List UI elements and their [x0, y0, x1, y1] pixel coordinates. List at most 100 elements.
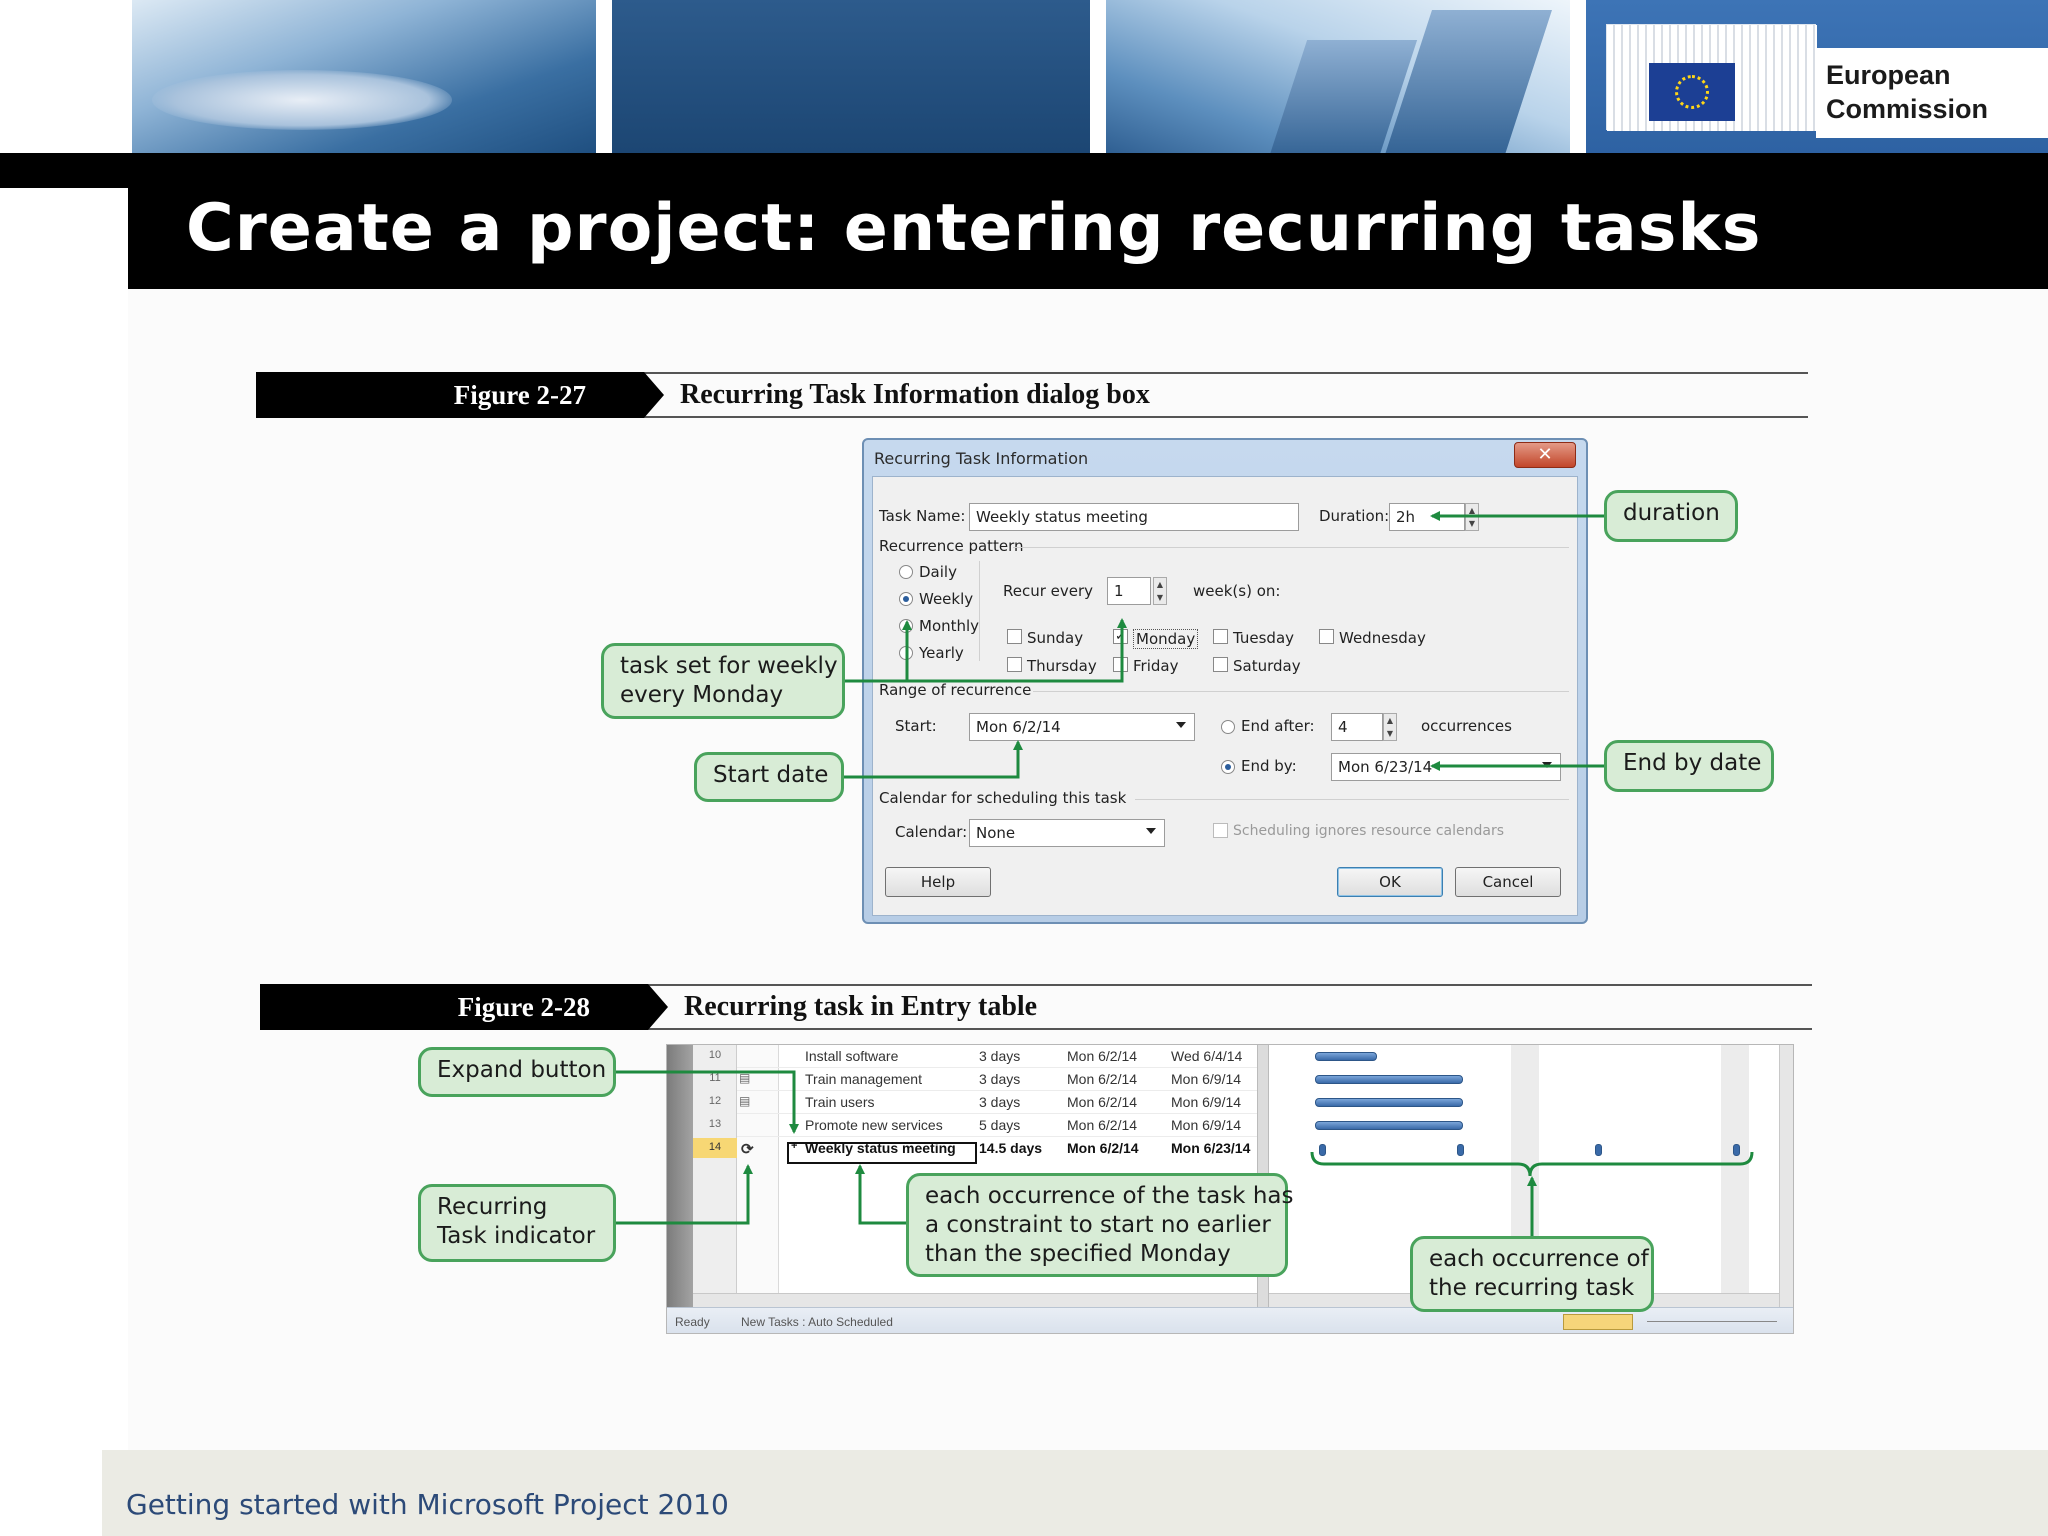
checkbox-sunday[interactable]	[1007, 629, 1022, 644]
row-id: 13	[708, 1118, 722, 1130]
gantt-occurrence-bar[interactable]	[1319, 1144, 1326, 1156]
duration-label: Duration:	[1319, 507, 1390, 525]
radio-daily[interactable]	[899, 565, 913, 579]
calendar-label: Calendar:	[895, 823, 968, 841]
task-duration: 3 days	[979, 1071, 1021, 1087]
start-date-select[interactable]: Mon 6/2/14	[969, 713, 1195, 741]
help-button[interactable]: Help	[885, 867, 991, 897]
radio-monthly[interactable]	[899, 619, 913, 633]
checkbox-tuesday[interactable]	[1213, 629, 1228, 644]
callout-duration: duration	[1604, 490, 1738, 542]
ok-button[interactable]: OK	[1337, 867, 1443, 897]
task-finish: Mon 6/23/14	[1171, 1140, 1251, 1156]
checkbox-saturday[interactable]	[1213, 657, 1228, 672]
gantt-occurrence-bar[interactable]	[1733, 1144, 1740, 1156]
callout-constraint-line2: a constraint to start no earlier	[925, 1212, 1271, 1238]
task-name: Weekly status meeting	[805, 1140, 956, 1156]
calendar-select[interactable]: None	[969, 819, 1165, 847]
chevron-down-icon	[1542, 762, 1552, 768]
close-icon[interactable]: ✕	[1514, 442, 1576, 468]
row-id: 11	[709, 1072, 721, 1084]
end-by-date-select[interactable]: Mon 6/23/14	[1331, 753, 1561, 781]
tuesday-label: Tuesday	[1233, 629, 1295, 647]
selected-cell-outline	[787, 1142, 977, 1164]
title-strip	[0, 153, 128, 188]
callout-recurring-line1: Recurring	[437, 1194, 548, 1220]
task-start: Mon 6/2/14	[1067, 1094, 1138, 1110]
callout-occurrence-line1: each occurrence of	[1429, 1246, 1649, 1272]
callout-task-set: task set for weekly every Monday	[601, 643, 845, 719]
gantt-bar[interactable]	[1315, 1075, 1463, 1084]
checkbox-thursday[interactable]	[1007, 657, 1022, 672]
checkbox-ignores-calendars[interactable]	[1213, 823, 1228, 838]
weeks-on-label: week(s) on:	[1193, 582, 1281, 600]
row-id: 12	[708, 1095, 722, 1107]
gantt-vertical-scrollbar[interactable]	[1779, 1045, 1793, 1307]
end-after-input[interactable]: 4	[1331, 713, 1383, 741]
figure-2-27-header: Figure 2-27 Recurring Task Information d…	[256, 372, 1808, 418]
table-row[interactable]: 11 ▤ Train management 3 days Mon 6/2/14 …	[667, 1068, 1793, 1091]
recurring-task-icon: ⟳	[741, 1141, 754, 1158]
end-by-date-value: Mon 6/23/14	[1338, 758, 1433, 776]
status-task-mode[interactable]: New Tasks : Auto Scheduled	[741, 1315, 893, 1329]
task-finish: Mon 6/9/14	[1171, 1094, 1242, 1110]
task-finish: Mon 6/9/14	[1171, 1071, 1242, 1087]
gantt-bar[interactable]	[1315, 1121, 1463, 1130]
occurrences-label: occurrences	[1421, 717, 1512, 735]
cancel-button[interactable]: Cancel	[1455, 867, 1561, 897]
recur-every-input[interactable]: 1	[1107, 577, 1151, 605]
callout-expand-button: Expand button	[418, 1047, 616, 1097]
task-finish: Wed 6/4/14	[1171, 1048, 1243, 1064]
footer-text: Getting started with Microsoft Project 2…	[126, 1488, 729, 1521]
figure-rule-bottom	[260, 1028, 1812, 1030]
header-photo-hands	[132, 0, 596, 153]
task-name-input[interactable]: Weekly status meeting	[969, 503, 1299, 531]
figure-tag: Figure 2-27	[256, 372, 664, 418]
radio-yearly[interactable]	[899, 646, 913, 660]
task-name: Train users	[805, 1094, 875, 1110]
gantt-bar[interactable]	[1315, 1098, 1463, 1107]
gantt-bar[interactable]	[1315, 1052, 1377, 1061]
hands-image	[152, 70, 452, 130]
recur-every-label: Recur every	[1003, 582, 1094, 600]
task-start: Mon 6/2/14	[1067, 1140, 1139, 1156]
recur-every-spinner[interactable]: ▲▼	[1153, 577, 1167, 605]
radio-weekly[interactable]	[899, 592, 913, 606]
end-after-spinner[interactable]: ▲▼	[1383, 713, 1397, 741]
dialog-title: Recurring Task Information	[874, 449, 1089, 468]
gantt-occurrence-bar[interactable]	[1595, 1144, 1602, 1156]
figure-2-28-header: Figure 2-28 Recurring task in Entry tabl…	[260, 984, 1812, 1030]
title-bar: Create a project: entering recurring tas…	[128, 153, 2048, 289]
notes-icon: ▤	[739, 1071, 751, 1085]
duration-spinner[interactable]: ▲▼	[1465, 503, 1479, 531]
table-horizontal-scrollbar[interactable]	[693, 1293, 1257, 1307]
range-label: Range of recurrence	[879, 681, 1032, 699]
chevron-down-icon	[1176, 722, 1186, 728]
expand-button[interactable]: +	[791, 1140, 798, 1152]
header-photo-blue	[612, 0, 1090, 153]
table-row[interactable]: 13 Promote new services 5 days Mon 6/2/1…	[667, 1114, 1793, 1137]
checkbox-monday[interactable]: ✓	[1113, 629, 1128, 644]
view-shortcuts[interactable]	[1563, 1314, 1633, 1330]
checkbox-friday[interactable]	[1113, 657, 1128, 672]
friday-label: Friday	[1133, 657, 1179, 675]
callout-occurrence-line2: the recurring task	[1429, 1275, 1635, 1301]
duration-input[interactable]: 2h	[1389, 503, 1465, 531]
radio-end-after[interactable]	[1221, 720, 1235, 734]
calendar-value: None	[976, 824, 1016, 842]
zoom-slider[interactable]	[1647, 1321, 1777, 1322]
task-start: Mon 6/2/14	[1067, 1117, 1138, 1133]
table-row[interactable]: 10 Install software 3 days Mon 6/2/14 We…	[667, 1045, 1793, 1068]
row-divider	[737, 1113, 1257, 1114]
table-row-selected[interactable]: 14 ⟳ + Weekly status meeting 14.5 days M…	[667, 1137, 1793, 1160]
eu-stars-icon	[1675, 75, 1709, 109]
gantt-occurrence-bar[interactable]	[1457, 1144, 1464, 1156]
header-logo-panel: European Commission	[1586, 0, 2048, 153]
group-divider	[1013, 547, 1569, 548]
checkbox-wednesday[interactable]	[1319, 629, 1334, 644]
radio-end-by[interactable]	[1221, 760, 1235, 774]
end-after-label: End after:	[1241, 717, 1315, 735]
table-row[interactable]: 12 ▤ Train users 3 days Mon 6/2/14 Mon 6…	[667, 1091, 1793, 1114]
chevron-down-icon	[1146, 828, 1156, 834]
recurrence-pattern-label: Recurrence pattern	[879, 537, 1024, 555]
